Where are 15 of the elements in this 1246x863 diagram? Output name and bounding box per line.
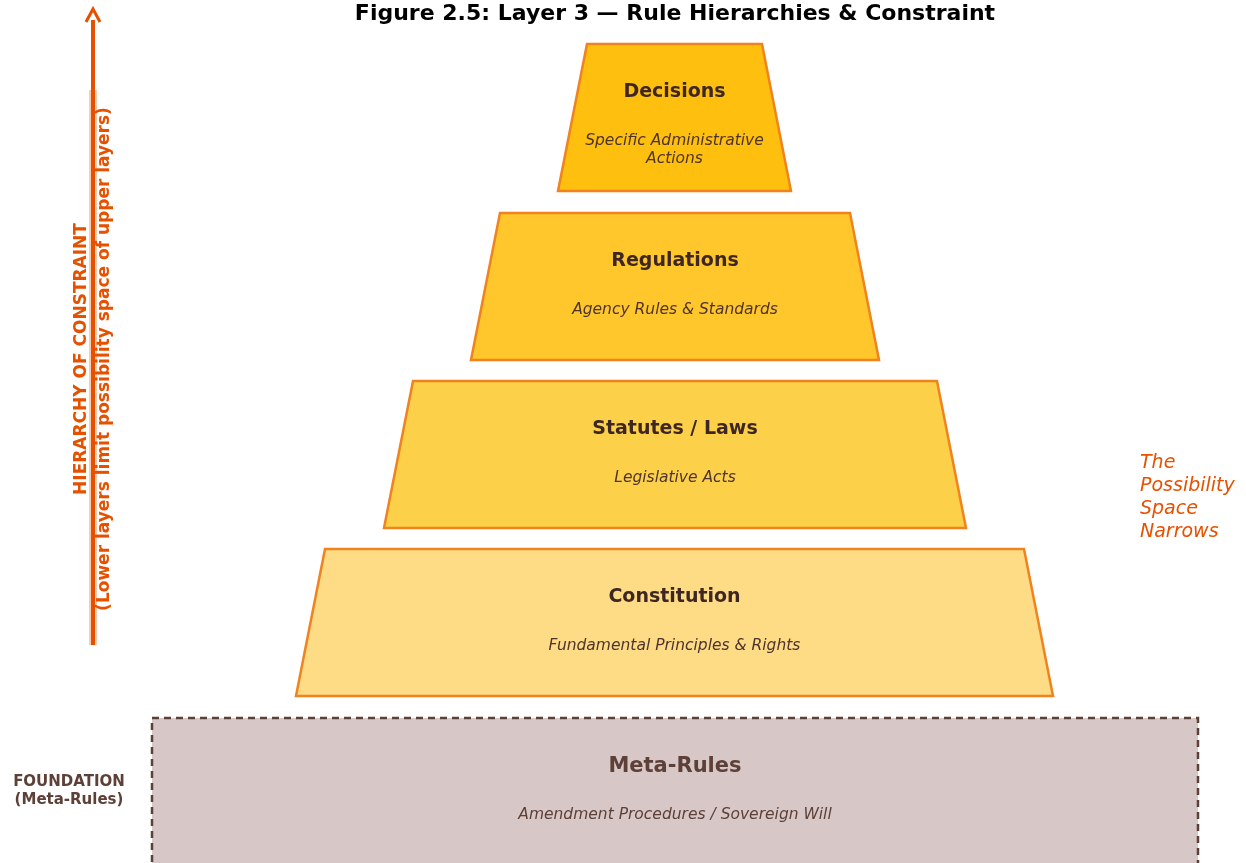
axis-subtitle: (Lower layers limit possibility space of upper layers) [93,107,113,611]
layer-description: Fundamental Principles & Rights [548,636,801,654]
layer-description: Amendment Procedures / Sovereign Will [518,805,832,823]
layer-description: Agency Rules & Standards [572,300,778,318]
layer-description: Specific Administrative Actions [584,131,765,167]
foundation-label: FOUNDATION (Meta-Rules) [12,772,126,808]
layer-title: Statutes / Laws [592,416,758,438]
side-note: The Possibility Space Narrows [1140,450,1236,542]
layer-title: Decisions [623,79,726,101]
layer-description: Legislative Acts [614,468,736,486]
layer-title: Regulations [611,248,739,270]
axis-title: HIERARCHY OF CONSTRAINT [70,223,90,495]
layer-title: Meta-Rules [608,753,742,777]
layer-title: Constitution [608,584,741,606]
figure-title: Figure 2.5: Layer 3 — Rule Hierarchies & Constraint [354,0,996,25]
